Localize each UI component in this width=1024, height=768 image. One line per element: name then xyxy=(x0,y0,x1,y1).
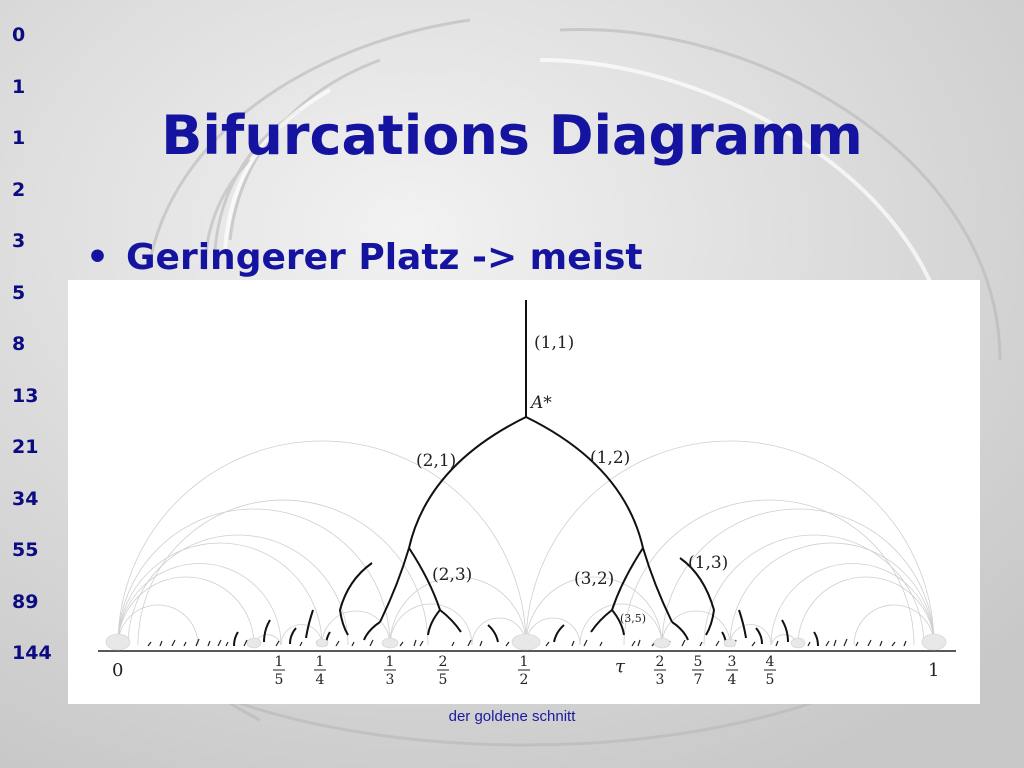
axis-label-one: 1 xyxy=(928,660,939,681)
fraction-denominator: 2 xyxy=(520,672,529,688)
label-right-branch: (1,2) xyxy=(590,448,630,468)
fibonacci-number: 13 xyxy=(12,384,39,407)
bifurcation-diagram: (1,1) A* (2,1) (1,2) (2,3) (3,2) (1,3) (… xyxy=(68,280,980,704)
fibonacci-list: 0 1 1 2 3 5 8 13 21 34 55 89 144 xyxy=(12,10,52,680)
fraction-2-5: 2 5 xyxy=(437,654,449,688)
fraction-denominator: 7 xyxy=(694,672,703,688)
fraction-numerator: 2 xyxy=(656,654,665,670)
fraction-numerator: 3 xyxy=(728,654,737,670)
slide-title: Bifurcations Diagramm xyxy=(161,104,863,167)
fibonacci-number: 1 xyxy=(12,75,26,98)
fibonacci-number: 5 xyxy=(12,281,26,304)
fraction-numerator: 1 xyxy=(275,654,284,670)
fraction-denominator: 4 xyxy=(316,672,325,688)
fibonacci-number: 21 xyxy=(12,436,39,458)
fibonacci-number: 55 xyxy=(12,539,39,561)
fibonacci-number: 2 xyxy=(12,178,26,201)
fraction-1-4: 1 4 xyxy=(314,654,326,688)
axis-label-tau: τ xyxy=(615,656,626,677)
axis-label-zero: 0 xyxy=(112,660,123,681)
fraction-1-2: 1 2 xyxy=(518,654,530,688)
label-top: (1,1) xyxy=(534,333,574,353)
fraction-1-5: 1 5 xyxy=(273,654,285,688)
axis-fractions: 1 5 1 4 1 3 2 5 1 2 xyxy=(273,654,776,688)
fraction-numerator: 1 xyxy=(520,654,529,670)
fraction-numerator: 4 xyxy=(766,654,775,670)
fibonacci-number: 34 xyxy=(12,487,39,510)
fraction-numerator: 5 xyxy=(694,654,703,670)
label-left-branch: (2,1) xyxy=(416,451,456,471)
fraction-numerator: 1 xyxy=(316,654,325,670)
fraction-denominator: 3 xyxy=(386,672,395,688)
caption: der goldene schnitt xyxy=(448,708,576,725)
fibonacci-number: 8 xyxy=(12,333,26,355)
fibonacci-number: 3 xyxy=(12,230,26,252)
bifurcation-svg: (1,1) A* (2,1) (1,2) (2,3) (3,2) (1,3) (… xyxy=(98,300,956,688)
label-r2: (3,2) xyxy=(574,569,614,589)
fraction-denominator: 3 xyxy=(656,672,665,688)
fraction-5-7: 5 7 xyxy=(692,654,704,688)
label-small: (3,5) xyxy=(620,612,646,625)
fraction-2-3: 2 3 xyxy=(654,654,666,688)
fraction-3-4: 3 4 xyxy=(726,654,738,688)
label-l2: (2,3) xyxy=(432,565,472,585)
background-arcs xyxy=(117,440,935,646)
fibonacci-number: 144 xyxy=(12,642,52,664)
fraction-denominator: 5 xyxy=(439,672,448,688)
fraction-4-5: 4 5 xyxy=(764,654,776,688)
bullet-icon: • xyxy=(86,237,110,278)
bifurcation-tree xyxy=(233,300,819,647)
fraction-numerator: 1 xyxy=(386,654,395,670)
fraction-denominator: 5 xyxy=(275,672,284,688)
axis-blobs xyxy=(105,633,947,651)
fraction-denominator: 5 xyxy=(766,672,775,688)
fibonacci-number: 0 xyxy=(12,24,26,46)
fraction-1-3: 1 3 xyxy=(384,654,396,688)
fraction-denominator: 4 xyxy=(728,672,737,688)
label-attractor: A* xyxy=(529,393,552,413)
fibonacci-number: 89 xyxy=(12,590,39,613)
label-r3: (1,3) xyxy=(688,553,728,573)
fibonacci-number: 1 xyxy=(12,127,26,149)
fraction-numerator: 2 xyxy=(439,654,448,670)
